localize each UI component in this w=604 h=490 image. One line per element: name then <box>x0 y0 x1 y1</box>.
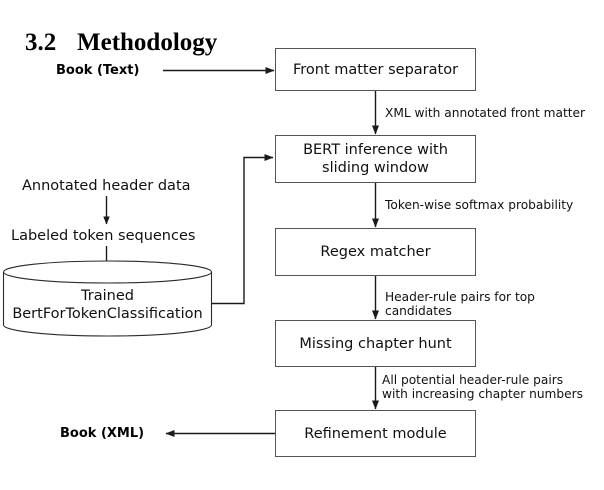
node-bert-inference[interactable]: BERT inference with sliding window <box>275 135 476 183</box>
node-front-matter-separator[interactable]: Front matter separator <box>275 48 476 91</box>
node-missing-chapter-hunt[interactable]: Missing chapter hunt <box>275 320 476 367</box>
arrow-model-store-to-bert <box>212 154 274 305</box>
edge-label-regex-to-hunt: Header-rule pairs for top candidates <box>385 290 535 318</box>
section-title-text: Methodology <box>77 29 218 56</box>
training-step-labeled-token-sequences: Labeled token sequences <box>11 228 196 244</box>
edge-label-bert-to-regex: Token-wise softmax probability <box>385 198 574 212</box>
node-label-bert-inference: BERT inference with sliding window <box>303 142 448 176</box>
node-label-missing-chapter-hunt: Missing chapter hunt <box>299 335 452 352</box>
node-regex-matcher[interactable]: Regex matcher <box>275 228 476 276</box>
node-label-front-matter-separator: Front matter separator <box>292 61 459 78</box>
node-label-refinement-module: Refinement module <box>304 425 447 442</box>
output-label-book-xml: Book (XML) <box>60 426 145 441</box>
trained-model-cylinder-shape <box>2 260 213 337</box>
edge-label-front-matter-to-bert: XML with annotated front matter <box>385 106 586 120</box>
page-title: 3.2 Methodology <box>0 0 217 88</box>
training-step-annotated-header-data: Annotated header data <box>22 178 191 194</box>
node-refinement-module[interactable]: Refinement module <box>275 410 476 457</box>
input-label-book-text: Book (Text) <box>56 63 140 78</box>
section-number: 3.2 <box>25 29 57 56</box>
node-label-regex-matcher: Regex matcher <box>320 244 431 260</box>
edge-label-hunt-to-refinement: All potential header-rule pairs with inc… <box>382 373 584 401</box>
